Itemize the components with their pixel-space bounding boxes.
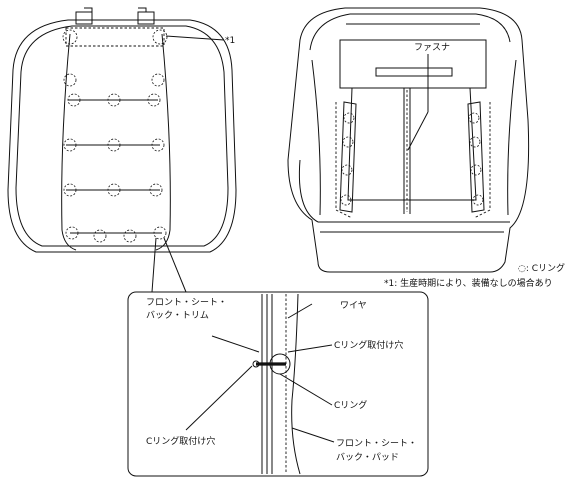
trim-label-line2: バック・トリム — [146, 310, 209, 321]
trim-label-line1: フロント・シート・ — [146, 298, 227, 308]
note-production-period: *1: 生産時期により、装備なしの場合あり — [384, 277, 553, 289]
seat-back-pad-front-view: ファスナ — [287, 7, 530, 273]
pad-label-line1: フロント・シート・ — [336, 439, 417, 449]
detail-callout: フロント・シート・ バック・トリム ワイヤ Cリング取付け穴 Cリング Cリング… — [127, 291, 429, 477]
c-ring-hole-label-right: Cリング取付け穴 — [334, 339, 403, 351]
pad-label-line2: バック・パッド — [336, 452, 399, 463]
c-ring-label: Cリング — [334, 399, 367, 411]
wire-label: ワイヤ — [340, 301, 367, 311]
c-ring-hole-label-left: Cリング取付け穴 — [146, 435, 215, 447]
fastener-label: ファスナ — [414, 42, 450, 53]
legend-c-ring: ◌: Cリング — [518, 262, 565, 274]
seat-back-trim-rear-view: *1 — [7, 7, 237, 293]
note-ref-label: *1 — [225, 36, 235, 46]
